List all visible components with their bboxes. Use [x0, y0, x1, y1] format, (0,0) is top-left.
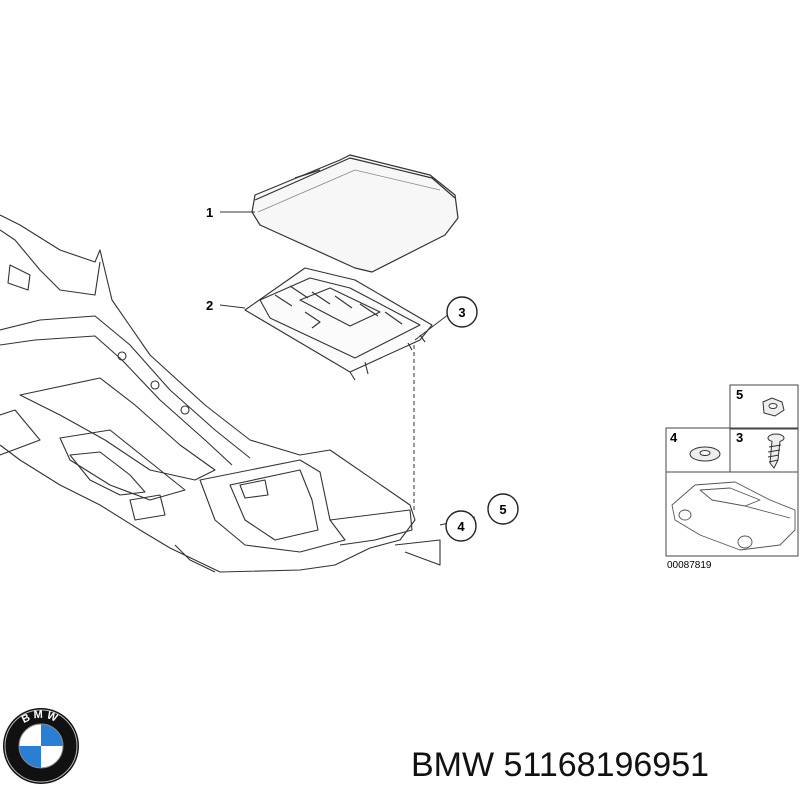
inset-screw-label: 3	[736, 430, 743, 445]
bmw-logo: BMW	[3, 708, 79, 784]
vehicle-locator-icon	[671, 481, 796, 551]
callout-3-bubble: 3	[446, 296, 478, 328]
callout-1-label: 1	[206, 205, 213, 220]
svg-text:4: 4	[457, 519, 465, 534]
inset-nut-label: 5	[736, 387, 743, 402]
part-caption: BMW 51168196951	[411, 740, 709, 790]
callout-4-bubble: 4	[445, 510, 477, 542]
diagram-code: 00087819	[667, 560, 712, 571]
armrest-base-part	[244, 267, 433, 381]
washer-icon	[689, 446, 721, 462]
inset-washer-label: 4	[670, 430, 678, 445]
armrest-cushion-part	[251, 154, 459, 273]
center-console-drawing	[0, 214, 441, 573]
svg-text:BMW: BMW	[20, 709, 62, 726]
svg-text:3: 3	[458, 305, 465, 320]
brand-name: BMW	[411, 746, 495, 784]
callout-5-bubble: 5	[487, 493, 519, 525]
nut-icon	[762, 397, 785, 417]
part-number: 51168196951	[503, 746, 710, 784]
screw-icon	[767, 433, 785, 469]
svg-text:5: 5	[499, 502, 506, 517]
callout-2-label: 2	[206, 298, 213, 313]
hardware-inset	[665, 384, 799, 557]
